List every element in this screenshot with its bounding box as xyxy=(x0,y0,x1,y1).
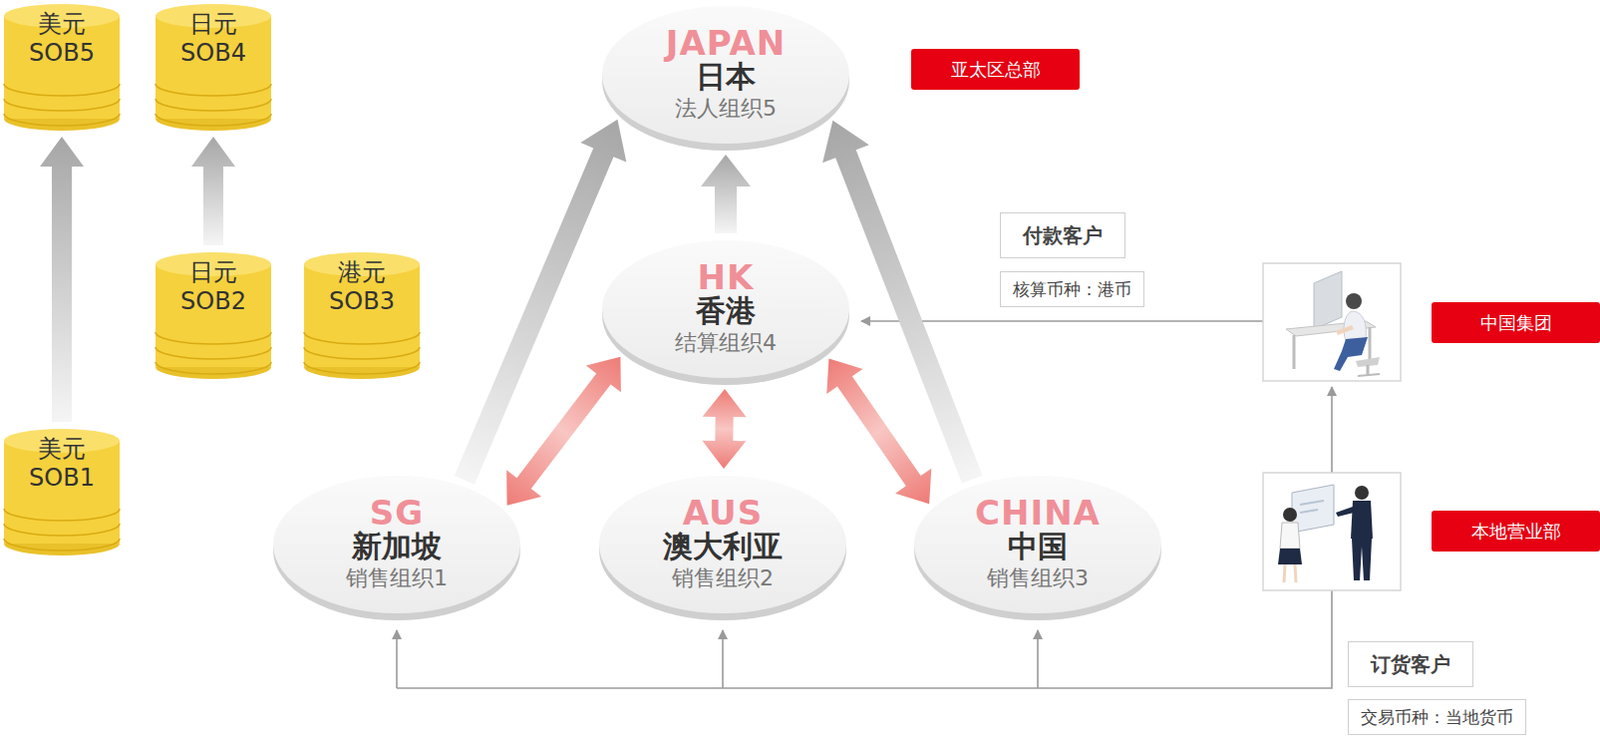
flow-line xyxy=(721,630,724,688)
coin-stack: 美元SOB1 xyxy=(1,426,122,557)
coin-stack: 日元SOB4 xyxy=(153,1,274,132)
node-subtitle: 销售组织3 xyxy=(986,564,1089,594)
block-arrow xyxy=(191,136,236,246)
customer-box: 订货客户 xyxy=(1347,640,1474,687)
block-arrow xyxy=(700,154,751,234)
box-title: 订货客户 xyxy=(1370,650,1451,677)
watermark: AUS xyxy=(682,495,763,530)
flow-line xyxy=(395,630,398,688)
currency-box: 交易币种：当地货币 xyxy=(1347,698,1527,735)
currency-label: 美元 xyxy=(37,9,86,39)
tag-text: 中国集团 xyxy=(1480,312,1553,334)
watermark: SG xyxy=(369,495,424,530)
tag-text: 亚太区总部 xyxy=(951,58,1041,81)
node-subtitle: 销售组织2 xyxy=(671,564,774,594)
coin-stack: 港元SOB3 xyxy=(302,250,422,380)
node-subtitle: 结算组织4 xyxy=(674,328,777,358)
double-block-arrow xyxy=(506,356,622,506)
node-title: 香港 xyxy=(695,294,756,329)
box-title: 付款客户 xyxy=(1022,222,1103,249)
double-block-arrow xyxy=(826,357,932,504)
block-arrow xyxy=(454,119,628,485)
tag-text: 本地营业部 xyxy=(1471,520,1562,543)
org-ellipse: JAPAN日本法人组织5 xyxy=(599,1,853,154)
flow-line xyxy=(1330,386,1333,473)
currency-label: 日元 xyxy=(189,258,238,288)
watermark: JAPAN xyxy=(665,25,787,60)
office-worker-icon xyxy=(1263,263,1401,381)
double-block-arrow xyxy=(701,388,746,469)
currency-label: 日元 xyxy=(189,9,238,39)
red-tag: 本地营业部 xyxy=(1431,510,1600,552)
org-ellipse: CHINA中国销售组织3 xyxy=(911,471,1165,624)
sob-label: SOB5 xyxy=(28,38,95,68)
currency-label: 美元 xyxy=(37,434,86,464)
coin-stack: 美元SOB5 xyxy=(1,1,122,132)
box-text: 交易币种：当地货币 xyxy=(1360,705,1514,728)
node-subtitle: 销售组织1 xyxy=(345,564,448,594)
red-tag: 亚太区总部 xyxy=(911,48,1080,90)
flow-line xyxy=(1036,630,1039,688)
currency-label: 港元 xyxy=(337,258,386,288)
watermark: HK xyxy=(697,260,755,295)
node-subtitle: 法人组织5 xyxy=(674,94,777,124)
node-title: 新加坡 xyxy=(351,529,442,565)
red-tag: 中国集团 xyxy=(1431,302,1600,343)
currency-box: 核算币种：港币 xyxy=(999,271,1145,308)
block-arrow xyxy=(39,136,84,422)
sob-label: SOB3 xyxy=(328,287,395,317)
org-ellipse: HK香港结算组织4 xyxy=(599,236,853,388)
customer-box: 付款客户 xyxy=(999,212,1126,259)
meeting-icon xyxy=(1263,472,1401,591)
node-title: 日本 xyxy=(695,59,756,95)
org-ellipse: SG新加坡销售组织1 xyxy=(270,471,524,624)
org-ellipse: AUS澳大利亚销售组织2 xyxy=(596,471,850,624)
sob-label: SOB4 xyxy=(180,38,247,68)
watermark: CHINA xyxy=(974,495,1101,530)
flow-line xyxy=(396,590,1332,688)
box-text: 核算币种：港币 xyxy=(1012,278,1132,301)
node-title: 澳大利亚 xyxy=(662,529,783,565)
coin-stack: 日元SOB2 xyxy=(153,250,274,380)
sob-label: SOB2 xyxy=(180,287,247,317)
sob-label: SOB1 xyxy=(28,463,95,493)
node-title: 中国 xyxy=(1007,529,1068,565)
